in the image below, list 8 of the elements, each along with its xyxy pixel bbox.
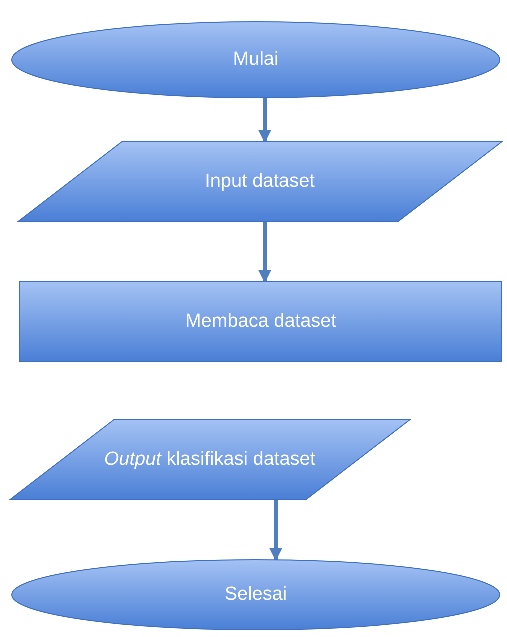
arrow bbox=[270, 500, 282, 562]
node-label: Output klasifikasi dataset bbox=[104, 448, 316, 472]
arrow bbox=[258, 222, 272, 284]
node-label: Selesai bbox=[224, 584, 288, 606]
node-label: Input dataset bbox=[205, 170, 315, 194]
arrow bbox=[258, 98, 272, 144]
node-label: Mulai bbox=[233, 48, 279, 72]
node-label: Membaca dataset bbox=[185, 310, 337, 334]
